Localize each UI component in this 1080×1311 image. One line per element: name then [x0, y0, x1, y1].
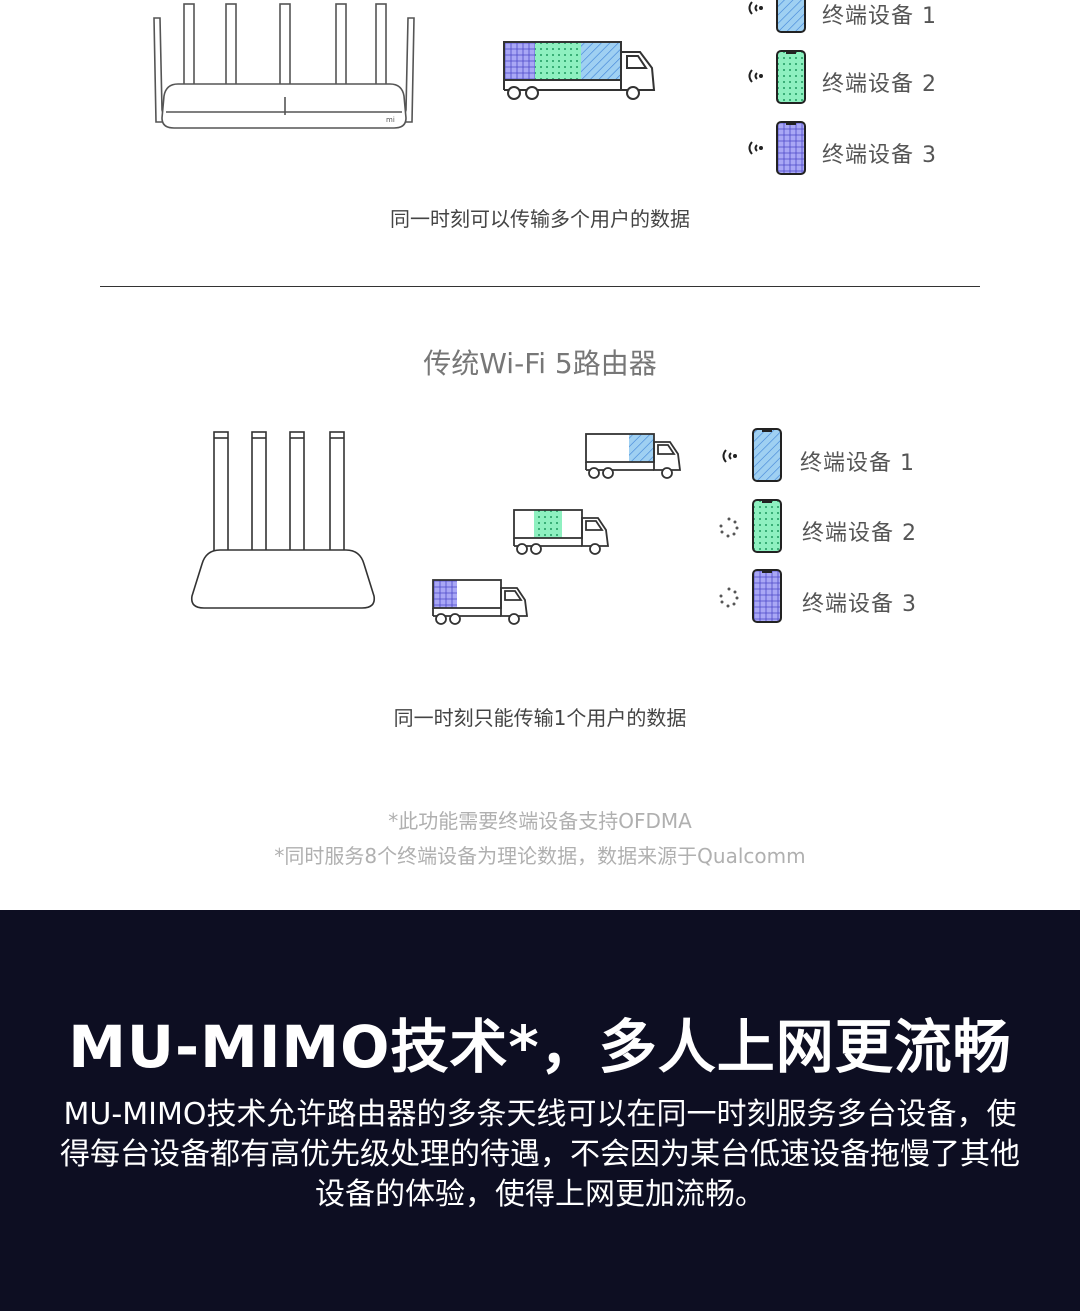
device-label: 终端设备 2 — [802, 521, 917, 546]
phone-blue-icon — [776, 0, 806, 33]
phone-purple-icon — [776, 121, 806, 175]
truck-purple-cargo-icon — [432, 579, 529, 625]
wifi6-router-icon: mi — [153, 3, 415, 129]
phone-green-icon — [776, 50, 806, 104]
device-label: 终端设备 1 — [822, 4, 937, 29]
loading-icon — [719, 517, 739, 538]
feature-banner — [0, 910, 1080, 1311]
device-label: 终端设备 2 — [822, 72, 937, 97]
wifi5-router-icon — [190, 431, 376, 609]
signal-icon — [748, 69, 763, 83]
device-label: 终端设备 3 — [822, 143, 937, 168]
device-label: 终端设备 3 — [802, 592, 917, 617]
legacy-title: 传统Wi-Fi 5路由器 — [423, 347, 657, 380]
signal-icon — [748, 1, 763, 15]
phone-green-icon — [752, 499, 782, 553]
legacy-caption: 同一时刻只能传输1个用户的数据 — [393, 706, 687, 730]
truck-multi-cargo-icon — [503, 41, 656, 100]
phone-purple-icon — [752, 569, 782, 623]
feature-description: MU-MIMO技术允许路由器的多条天线可以在同一时刻服务多台设备，使得每台设备都… — [60, 1097, 1020, 1212]
truck-green-cargo-icon — [513, 509, 610, 555]
truck-blue-cargo-icon — [585, 433, 682, 479]
top-caption: 同一时刻可以传输多个用户的数据 — [390, 207, 690, 231]
svg-text:mi: mi — [386, 116, 395, 124]
loading-icon — [719, 587, 739, 608]
section-divider — [100, 286, 980, 287]
feature-headline: MU-MIMO技术*，多人上网更流畅 — [68, 1013, 1012, 1081]
phone-blue-icon — [752, 428, 782, 482]
signal-icon — [748, 141, 763, 155]
signal-icon — [722, 449, 737, 463]
device-label: 终端设备 1 — [800, 451, 915, 476]
footnote-qualcomm: *同时服务8个终端设备为理论数据，数据来源于Qualcomm — [274, 844, 806, 868]
footnote-ofdma: *此功能需要终端设备支持OFDMA — [388, 809, 692, 833]
